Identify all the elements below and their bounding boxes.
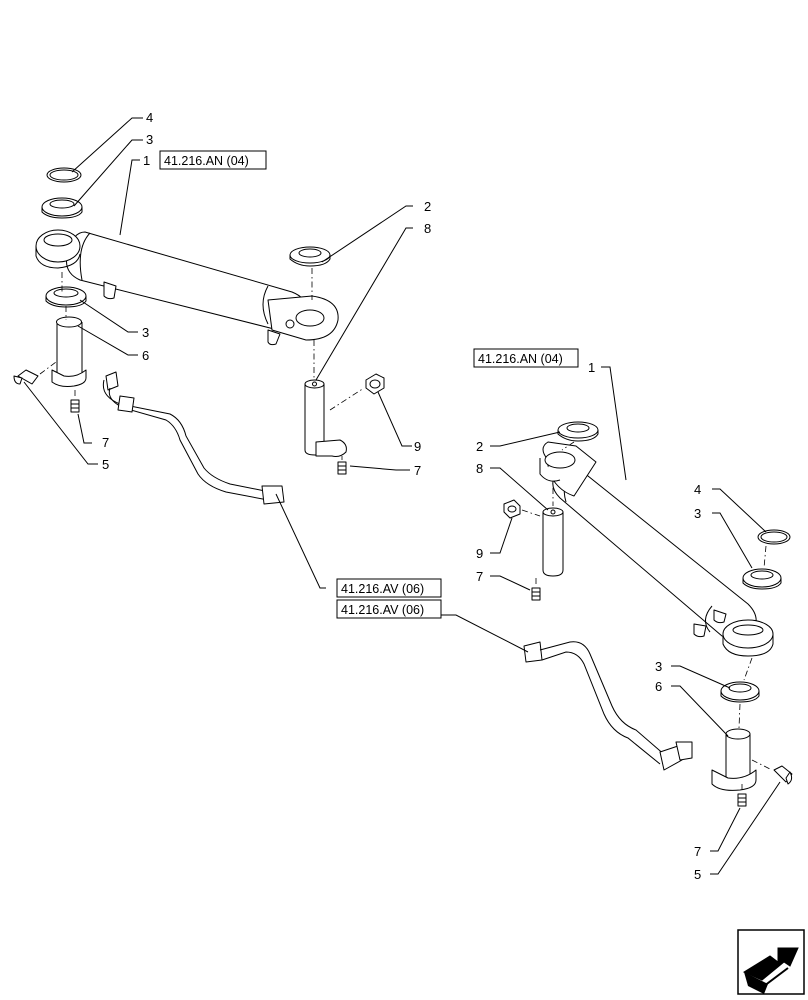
right-pin-part8 [542,507,564,577]
right-callout-5: 5 [694,867,701,882]
left-pin [51,316,87,387]
left-callout-2: 2 [424,199,431,214]
left-axis-lines [39,268,365,460]
left-cylinder-reference[interactable]: 41.216.AN (04) [159,150,267,170]
right-pin [711,728,757,791]
left-pin-part8 [304,379,347,457]
left-callout-8: 8 [424,221,431,236]
left-callout-5: 5 [102,457,109,472]
left-callout-9: 9 [414,439,421,454]
right-cylinder [539,441,774,657]
left-callout-6: 6 [142,348,149,363]
right-assembly: 1 2 8 4 3 9 7 3 6 7 5 41.216.AN (04) 41.… [336,348,793,882]
left-callout-7b: 7 [414,463,421,478]
right-callout-3-top: 3 [694,506,701,521]
left-washer-bottom [45,286,87,308]
right-fitting-part9 [503,499,521,519]
right-washer-top [742,568,782,590]
right-callout-4: 4 [694,482,701,497]
left-screw-b [337,461,347,475]
left-callout-3-top: 3 [146,132,153,147]
arrow-icon[interactable] [737,929,805,995]
right-hose [523,641,693,771]
right-screw-a [531,587,541,601]
right-washer-bottom [720,681,760,703]
left-callout-4: 4 [146,110,153,125]
left-screw-a [70,399,80,413]
left-leaders [23,117,413,589]
right-callout-7b: 7 [694,844,701,859]
right-snap-ring [757,529,791,545]
left-cylinder [35,229,339,346]
right-callout-3-bottom: 3 [655,659,662,674]
right-leaders [441,366,781,875]
svg-text:41.216.AN (04): 41.216.AN (04) [478,352,563,366]
left-hose [102,371,285,505]
right-cylinder-reference[interactable]: 41.216.AN (04) [473,348,579,368]
right-hose-reference[interactable]: 41.216.AV (06) [336,599,442,619]
left-fitting-part9 [365,373,385,395]
right-callout-7a: 7 [476,569,483,584]
svg-text:41.216.AN (04): 41.216.AN (04) [164,154,249,168]
left-callout-7a: 7 [102,435,109,450]
left-washer-top [41,197,83,219]
left-callout-3-bottom: 3 [142,325,149,340]
left-grease-nipple [13,369,39,385]
right-callout-1: 1 [588,360,595,375]
right-axis-lines [521,441,773,792]
right-callout-8: 8 [476,461,483,476]
svg-text:41.216.AV (06): 41.216.AV (06) [341,582,424,596]
left-callout-1: 1 [143,153,150,168]
right-screw-b [737,793,747,807]
left-washer-part2 [289,246,331,267]
svg-text:41.216.AV (06): 41.216.AV (06) [341,603,424,617]
right-grease-nipple [773,765,793,785]
right-callout-2: 2 [476,439,483,454]
left-snap-ring [46,167,82,183]
left-assembly: 4 3 1 2 8 3 6 9 7 7 5 41.216.AN (04) 41.… [13,110,442,598]
right-callout-9: 9 [476,546,483,561]
right-callout-6: 6 [655,679,662,694]
left-hose-reference[interactable]: 41.216.AV (06) [336,578,442,598]
right-washer-part2 [557,421,599,442]
